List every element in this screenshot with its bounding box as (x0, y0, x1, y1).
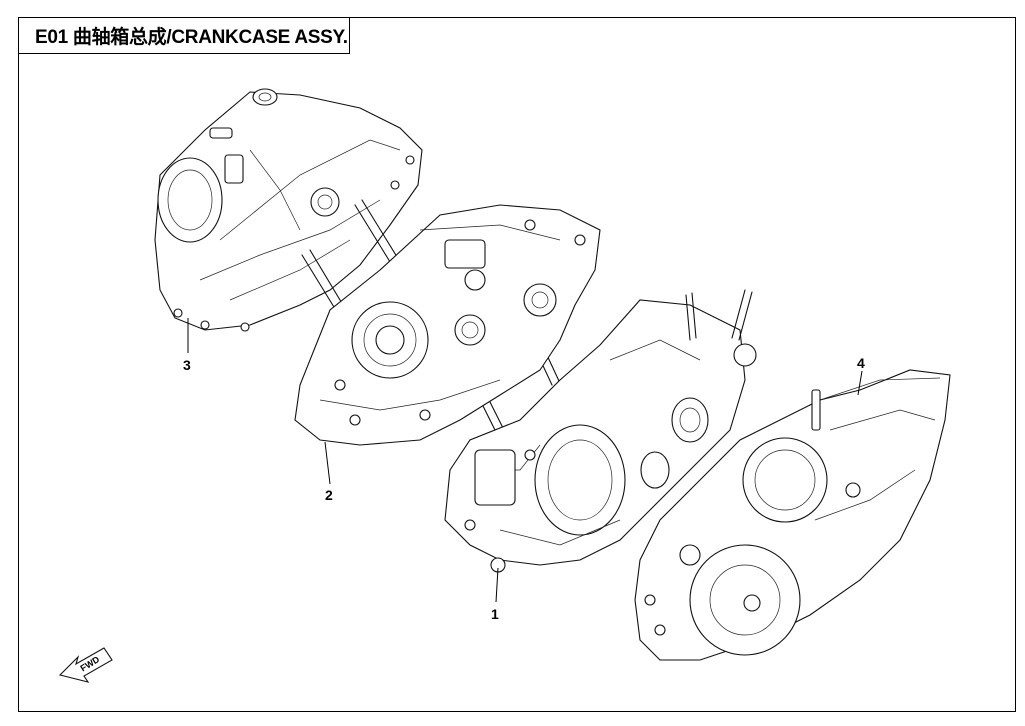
page-title: E01 曲轴箱总成/CRANKCASE ASSY. (35, 27, 348, 48)
right-side-cover-part-4 (634, 369, 951, 661)
title-box: E01 曲轴箱总成/CRANKCASE ASSY. (18, 17, 350, 54)
drawing-frame (18, 17, 1016, 712)
right-crankcase-part-2 (294, 204, 601, 446)
callout-2: 2 (325, 487, 333, 503)
callout-4: 4 (857, 355, 865, 371)
left-crankcase-cover-part-3 (154, 88, 423, 332)
callout-4-leader (857, 370, 863, 396)
fwd-arrow-icon: FWD (58, 647, 113, 683)
callout-1-leader (495, 567, 499, 603)
callout-2-leader (324, 441, 331, 485)
callout-1: 1 (491, 606, 499, 622)
callout-3: 3 (183, 357, 191, 373)
left-crankcase-part-1 (444, 289, 757, 573)
